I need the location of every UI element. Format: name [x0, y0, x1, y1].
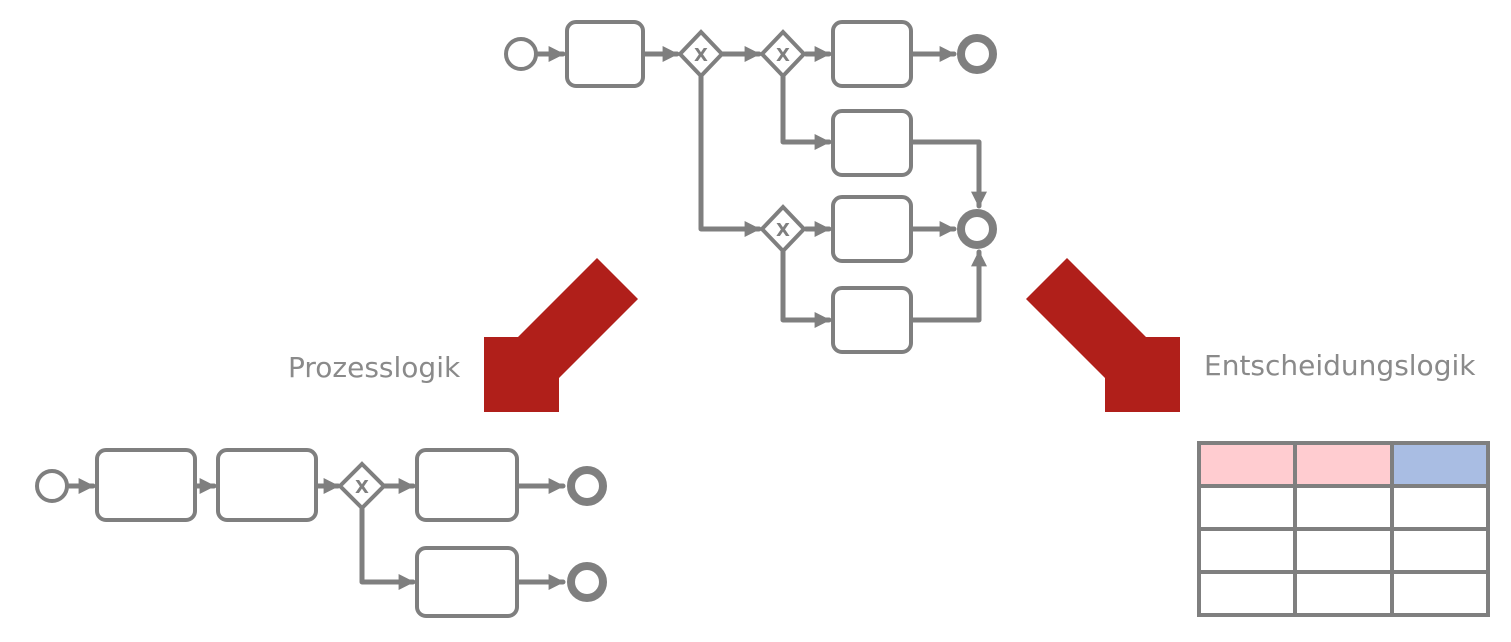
- start-event: [504, 37, 538, 71]
- process-logic-model: X: [35, 448, 607, 618]
- task: [831, 20, 913, 88]
- task: [415, 448, 519, 522]
- end-event: [567, 562, 607, 602]
- exclusive-gateway: X: [759, 29, 807, 79]
- right-arrow: [1026, 258, 1180, 412]
- exclusive-gateway: X: [337, 461, 387, 511]
- task: [415, 546, 519, 618]
- process-logic-label: Prozesslogik: [288, 351, 461, 384]
- table-header-input-cell: [1199, 443, 1295, 486]
- end-event: [957, 34, 997, 74]
- exclusive-gateway: X: [759, 204, 807, 254]
- sequence-flow: [780, 73, 832, 151]
- sequence-flow: [698, 73, 762, 238]
- gateway-marker: X: [694, 45, 708, 66]
- task: [216, 448, 318, 522]
- table-header-input-cell: [1295, 443, 1392, 486]
- exclusive-gateway: X: [677, 29, 725, 79]
- decision-table: [1197, 441, 1490, 617]
- gateway-marker: X: [355, 477, 369, 498]
- sequence-flow: [780, 248, 832, 329]
- sequence-flow: [908, 139, 988, 209]
- task: [565, 20, 645, 88]
- decision-logic-label: Entscheidungslogik: [1204, 349, 1476, 382]
- task: [831, 286, 913, 354]
- task: [831, 109, 913, 177]
- table-header-output-cell: [1392, 443, 1488, 486]
- left-arrow: [484, 258, 638, 412]
- gateway-marker: X: [776, 45, 790, 66]
- sequence-flow: [908, 249, 988, 323]
- combined-process-model: X X X: [504, 20, 997, 354]
- start-event: [35, 469, 69, 503]
- end-event: [567, 466, 607, 506]
- task: [95, 448, 197, 522]
- task: [831, 195, 913, 263]
- gateway-marker: X: [776, 220, 790, 241]
- end-event: [957, 209, 997, 249]
- sequence-flow: [359, 505, 416, 591]
